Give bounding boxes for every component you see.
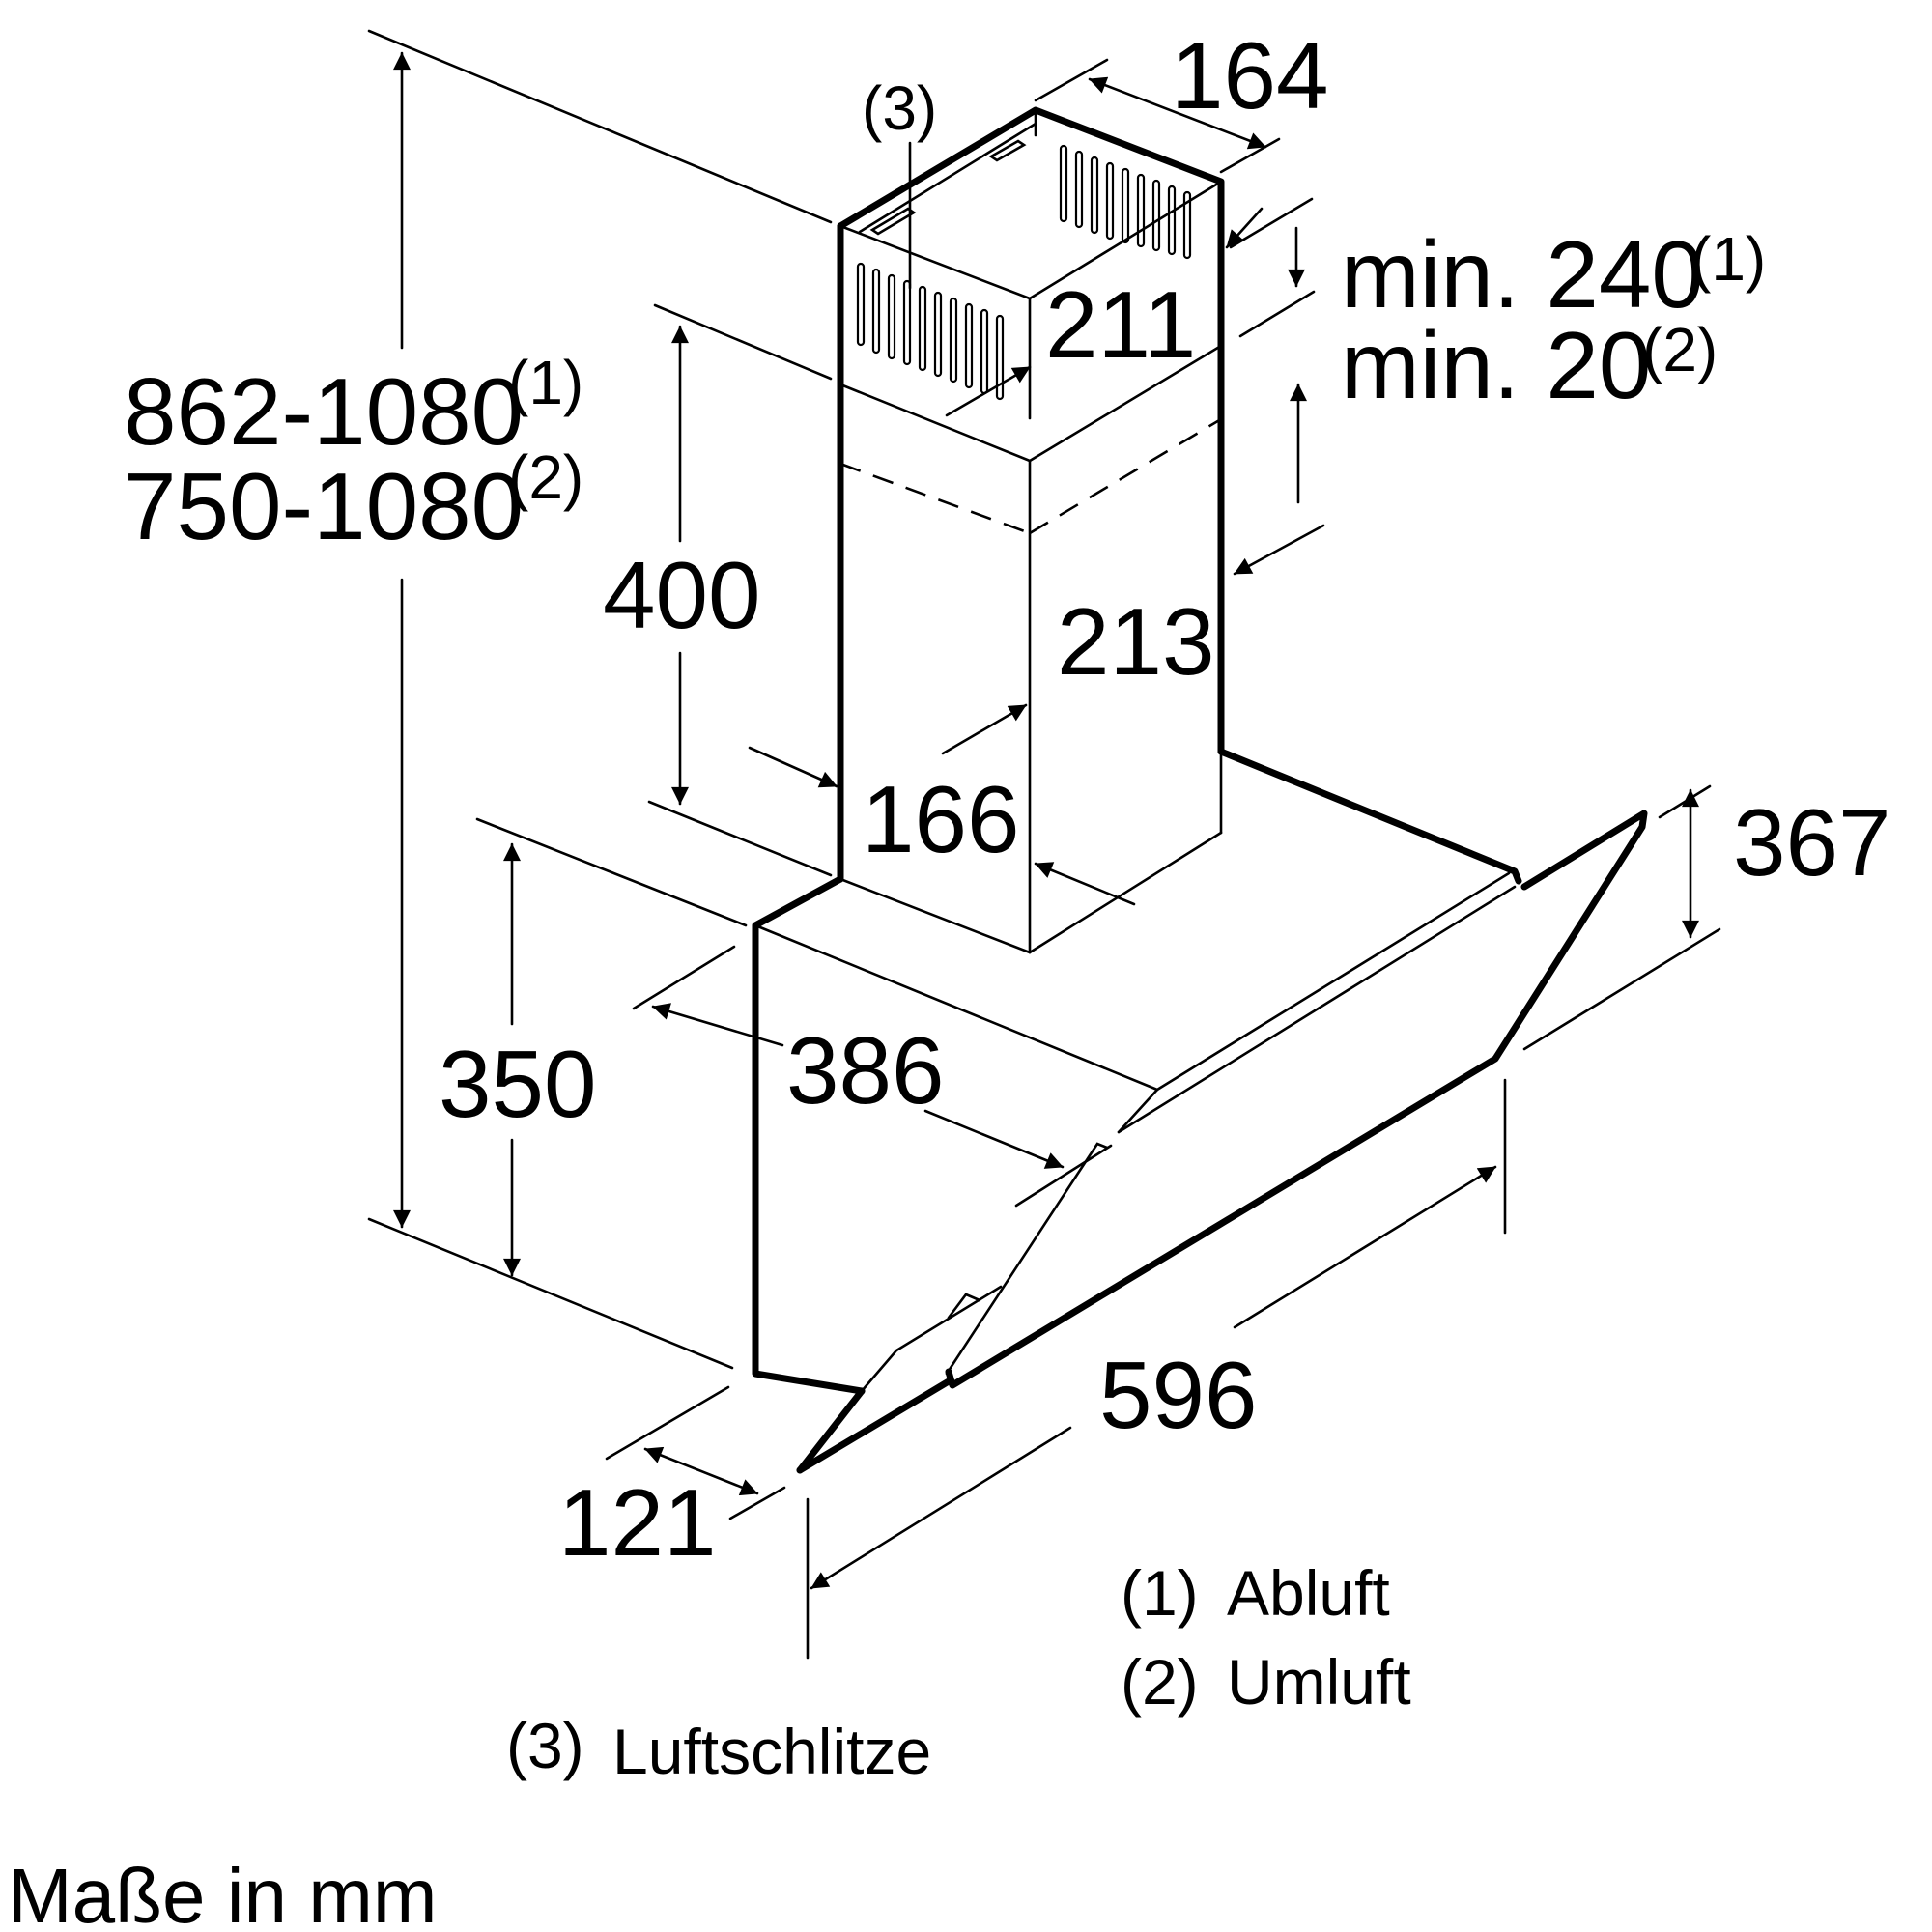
label-height-350: 350 <box>439 1031 597 1137</box>
chimney-lower <box>837 330 1225 954</box>
legend-item-3-num: (3) <box>506 1710 584 1781</box>
dim-213 <box>1034 862 1136 906</box>
label-chimney-width-lower: 166 <box>862 766 1020 872</box>
dim-400 <box>647 303 833 877</box>
dim-386 <box>632 945 1113 1208</box>
dim-total-height <box>367 29 833 1370</box>
label-height-total-umluft: 750-1080 <box>124 453 524 559</box>
glass-front-panel <box>796 810 1648 1474</box>
dim-350 <box>475 817 748 1277</box>
air-slots-front <box>856 262 1005 401</box>
label-note-2-b: (2) <box>1642 315 1718 384</box>
dim-min-240-20 <box>1225 197 1325 576</box>
legend-item-3-text: Luftschlitze <box>612 1716 931 1787</box>
label-min-20: min. 20 <box>1341 312 1651 418</box>
dim-164 <box>1034 58 1281 174</box>
chimney-clips <box>869 139 1027 236</box>
dim-121 <box>605 1385 786 1520</box>
label-chimney-depth-lower: 213 <box>1057 588 1215 695</box>
dim-596 <box>806 1078 1507 1660</box>
label-chimney-width: 164 <box>1171 22 1329 128</box>
label-min-240: min. 240 <box>1341 221 1704 327</box>
legend: (1) Abluft (2) Umluft (3) Luftschlitze <box>506 1557 1411 1787</box>
label-width-596: 596 <box>1099 1342 1258 1448</box>
legend-item-1-num: (1) <box>1121 1557 1199 1629</box>
label-depth-386: 386 <box>786 1017 945 1123</box>
legend-item-1-text: Abluft <box>1227 1557 1390 1629</box>
footer-units-note: Maße in mm <box>8 1853 438 1932</box>
label-note-1-a: (1) <box>508 348 583 417</box>
label-height-total-abluft: 862-1080 <box>124 358 524 465</box>
dim-367 <box>1522 784 1721 1051</box>
dim-211 <box>945 365 1032 417</box>
dim-166 <box>748 703 1028 788</box>
label-note-2-a: (2) <box>508 442 583 512</box>
label-chimney-depth-upper: 211 <box>1045 271 1196 378</box>
label-note-1-b: (1) <box>1690 224 1766 294</box>
legend-item-2-text: Umluft <box>1227 1646 1411 1718</box>
label-dim-121: 121 <box>558 1469 717 1576</box>
air-slots-back <box>1059 144 1192 260</box>
label-air-slots-ref: (3) <box>862 73 937 143</box>
label-dim-367: 367 <box>1733 789 1891 895</box>
hood-body <box>752 748 1522 1395</box>
label-height-400: 400 <box>603 542 761 648</box>
legend-item-2-num: (2) <box>1121 1646 1199 1718</box>
